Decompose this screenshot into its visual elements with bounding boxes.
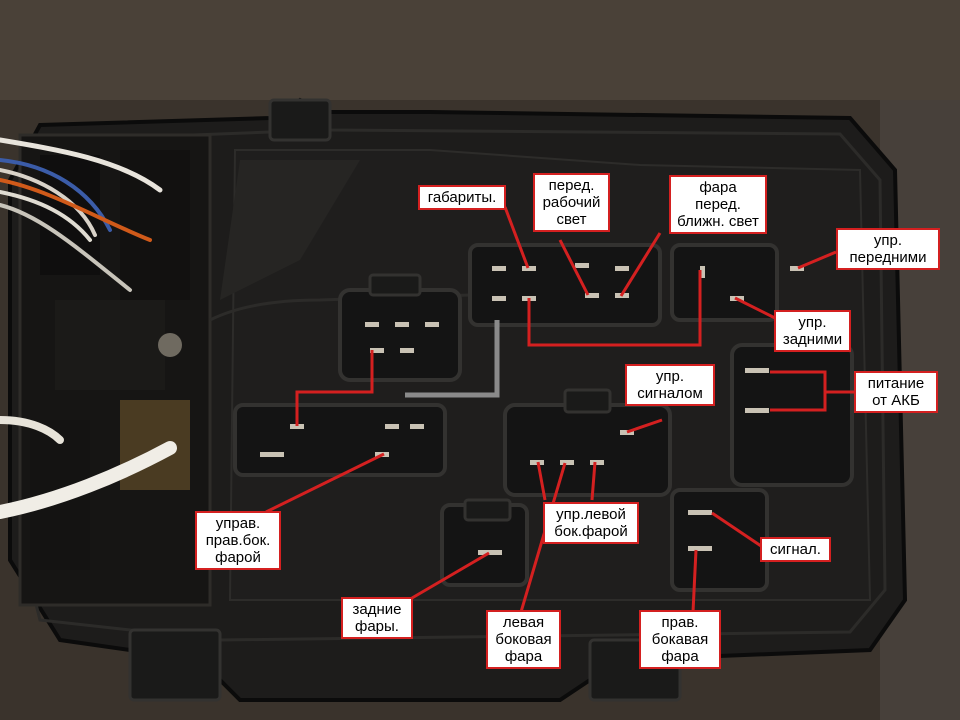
label-upr-perednimi: упр. передними <box>836 228 940 270</box>
grey-guide-line <box>405 320 500 398</box>
socket-top-right <box>670 243 779 322</box>
socket-left-square <box>338 288 462 382</box>
wiring-harness <box>0 137 177 519</box>
socket-left-wide <box>233 403 447 477</box>
label-signal: сигнал. <box>760 537 831 562</box>
label-upr-zadnimi: упр. задними <box>774 310 851 352</box>
label-pitanie-akb: питание от АКБ <box>854 371 938 413</box>
label-uprav-prav-bok-faroy: управ. прав.бок. фарой <box>195 511 281 570</box>
label-rabochiy-svet: перед. рабочий свет <box>533 173 610 232</box>
label-fara-blizhn-svet: фара перед. ближн. свет <box>669 175 767 234</box>
relay-sockets <box>233 243 854 592</box>
label-upr-signalom: упр. сигналом <box>625 364 715 406</box>
label-upr-levoy-bok-faroy: упр.левой бок.фарой <box>543 502 639 544</box>
label-levaya-bokovaya-fara: левая боковая фара <box>486 610 561 669</box>
label-zadnie-fary: задние фары. <box>341 597 413 639</box>
socket-right-tall <box>730 343 854 487</box>
socket-center <box>503 403 672 497</box>
label-gabarity: габариты. <box>418 185 506 210</box>
socket-top-center <box>468 243 662 327</box>
label-prav-bokovaya-fara: прав. бокавая фара <box>639 610 721 669</box>
